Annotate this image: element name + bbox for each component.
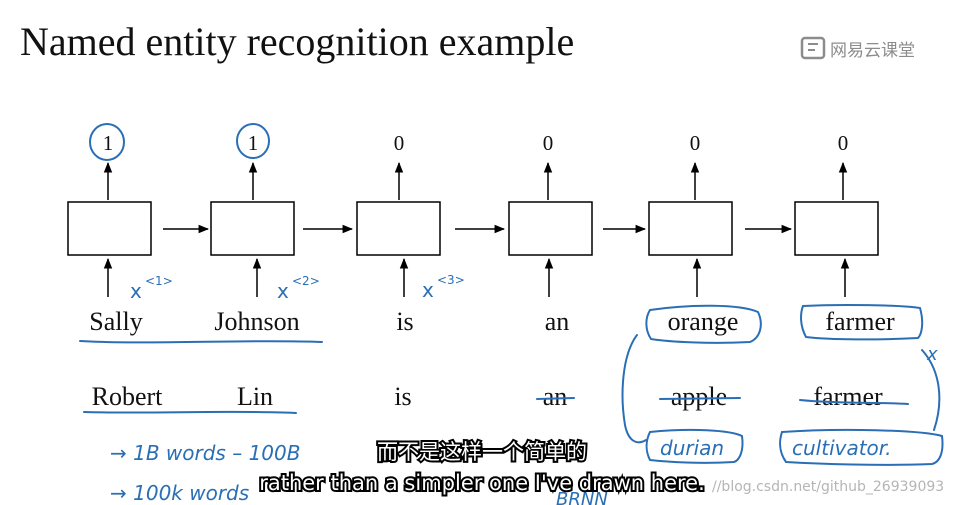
output-label-4: 0 [543,131,554,155]
bracket-right [921,349,941,431]
note-brnn: BRNN [556,489,608,505]
word-apple: apple [671,382,727,411]
slide-title: Named entity recognition example [20,19,574,64]
output-labels: 1 1 0 0 0 0 [103,131,849,155]
word-johnson: Johnson [214,307,299,336]
x-sup-3: <3> [437,273,465,287]
note-vocab: → 100k words [110,481,249,505]
word-farmer-1: farmer [825,307,895,336]
word-lin: Lin [237,382,273,411]
handwritten-words: durian cultivator. → 1B words – 100B → 1… [110,344,938,505]
netease-logo: 网易云课堂 [800,36,915,61]
rnn-cell-4 [508,201,593,256]
output-label-6: 0 [838,131,849,155]
sentence-2: Robert Lin is an apple farmer [92,382,883,411]
footer-url: //blog.csdn.net/github_26939093 [712,479,944,495]
x-label-1: x [130,279,142,303]
strike-apple [659,397,741,400]
x-sup-2: <2> [292,274,320,288]
word-an-2: an [543,382,568,411]
rnn-cell-1 [67,201,152,256]
x-label-2: x [277,279,289,303]
strike-an [536,397,575,400]
box-cultivator [779,428,944,466]
x-mark: x [926,344,938,365]
circle-mark-2 [236,123,270,159]
word-orange: orange [668,307,739,336]
word-durian: durian [660,436,724,460]
word-is-2: is [394,382,411,411]
output-label-5: 0 [690,131,701,155]
rnn-cell-2 [210,201,295,256]
box-durian [645,428,744,464]
strike-farmer [799,399,909,405]
input-arrows [103,257,850,297]
box-farmer [800,303,924,341]
output-label-3: 0 [394,131,405,155]
bracket-left [621,334,647,444]
sentence-1: Sally Johnson is an orange farmer [89,307,895,336]
watermark-text: 网易云课堂 [830,41,915,61]
x-sup-1: <1> [145,274,173,288]
word-sally: Sally [89,307,142,336]
x-label-3: x [422,278,434,302]
rnn-cell-3 [356,201,441,256]
word-farmer-2: farmer [813,382,883,411]
word-is-1: is [396,307,413,336]
underline-robert-lin [83,410,297,414]
output-label-2: 1 [248,131,259,155]
subtitle-en: rather than a simpler one I've drawn her… [259,471,705,495]
underline-sally-johnson [79,340,323,344]
box-orange [645,304,762,344]
circle-mark-1 [89,123,125,161]
rnn-cell-6 [794,201,879,256]
output-label-1: 1 [103,131,114,155]
subtitle-zh: 而不是这样一个简单的 [377,440,587,464]
word-cultivator: cultivator. [792,436,892,460]
word-an-1: an [545,307,570,336]
logo-icon [800,36,826,60]
x-labels: x <1> x <2> x <3> [130,273,465,303]
rnn-cells [67,201,879,256]
word-robert: Robert [92,382,164,411]
rnn-cell-5 [648,201,733,256]
note-data-size: → 1B words – 100B [110,441,300,465]
handwritten-annotations [79,303,944,466]
output-arrows [103,161,848,200]
output-circles [89,123,270,161]
subtitles: 而不是这样一个简单的 rather than a simpler one I'v… [257,438,707,497]
